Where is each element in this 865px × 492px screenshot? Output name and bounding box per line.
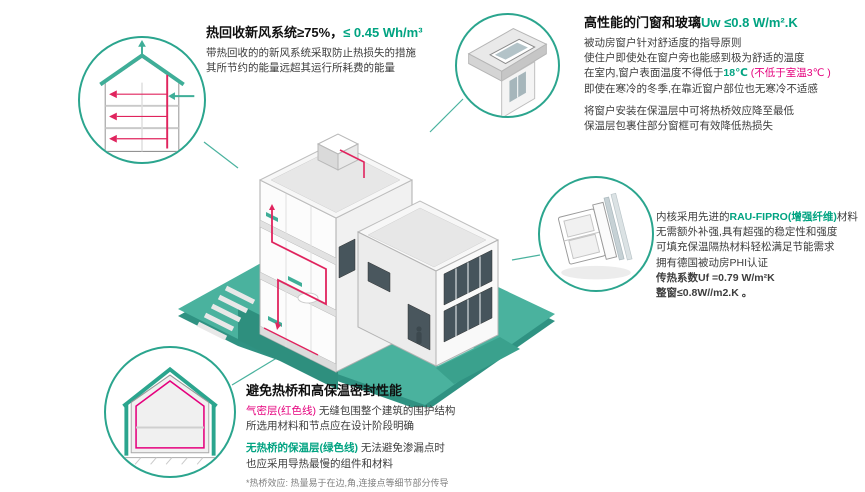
windows-title: 高性能的门窗和玻璃Uw ≤0.8 W/m².K — [584, 12, 862, 31]
insulation-layer-label: 无热桥的保温层(绿色线) — [246, 442, 358, 455]
windows-line-6: 保温层包裹住部分窗框可有效降低热损失 — [584, 120, 773, 133]
airtight-layer-text: 无缝包围整个建筑的围护结构 — [316, 405, 456, 417]
profile-line-1-post: 材料 — [836, 211, 858, 223]
windows-line-4: 即使在寒冷的冬季,在靠近窗户部位也无寒冷不适感 — [584, 82, 818, 95]
thermal-line-2: 所选用材料和节点应在设计阶段明确 — [246, 420, 414, 433]
thermal-line-4: 也应采用导热最慢的组件和材料 — [246, 457, 393, 470]
thermal-bridge-text-block: 避免热桥和高保温密封性能 气密层(红色线) 无缝包围整个建筑的围护结构 所选用材… — [246, 380, 581, 489]
profile-uf-value: 传热系数Uf =0.79 W/m²K — [656, 271, 775, 284]
house-section-insulation-icon — [104, 346, 236, 478]
windows-line-3: 在室内,窗户表面温度不得低于18℃ (不低于室温3℃ ) — [584, 66, 862, 81]
ventilation-desc-2: 其所节约的能量远超其运行所耗费的能量 — [206, 62, 395, 75]
ventilation-title-value: ≤ 0.45 Wh/m³ — [343, 25, 423, 40]
window-frame-profile-icon — [538, 176, 654, 292]
thermal-title: 避免热桥和高保温密封性能 — [246, 383, 403, 398]
windows-line-5: 将窗户安装在保温层中可将热桥效应降至最低 — [584, 104, 794, 117]
windows-text-block: 高性能的门窗和玻璃Uw ≤0.8 W/m².K 被动房窗户针对舒适度的指导原则 … — [584, 12, 862, 134]
windows-line-2: 使住户即使处在窗户旁也能感到极为舒适的温度 — [584, 52, 805, 65]
window-corner-detail-icon — [455, 13, 560, 118]
thermal-insulation-line: 无热桥的保温层(绿色线) 无法避免渗漏点时 — [246, 441, 581, 456]
profile-line-2: 无需额外补强,具有超强的稳定性和强度 — [656, 226, 838, 239]
frame-profile-text-block: 内核采用先进的RAU-FIPRO(增强纤维)材料 无需额外补强,具有超强的稳定性… — [656, 210, 865, 301]
ventilation-text-block: 热回收新风系统≥75%，≤ 0.45 Wh/m³ 带热回收的的新风系统采取防止热… — [206, 22, 478, 76]
windows-line-1: 被动房窗户针对舒适度的指导原则 — [584, 37, 742, 49]
ventilation-title-text: 热回收新风系统≥75%， — [206, 25, 344, 40]
profile-line-3: 可填充保温隔热材料轻松满足节能需求 — [656, 241, 835, 254]
windows-line-3-temp: 18℃ — [723, 67, 748, 80]
ventilation-title: 热回收新风系统≥75%，≤ 0.45 Wh/m³ — [206, 22, 478, 41]
airtight-layer-label: 气密层(红色线) — [246, 405, 316, 417]
thermal-airtight-line: 气密层(红色线) 无缝包围整个建筑的围护结构 — [246, 404, 581, 419]
thermal-footnote: *热桥效应: 热量易于在边,角,连接点等细节部分传导 — [246, 477, 449, 488]
profile-line-4: 拥有德国被动房PHI认证 — [656, 256, 769, 269]
ventilation-desc-1: 带热回收的的新风系统采取防止热损失的措施 — [206, 47, 416, 59]
windows-line-3-pre: 在室内,窗户表面温度不得低于 — [584, 67, 724, 80]
profile-line-1-material: RAU-FIPRO(增强纤维) — [729, 211, 837, 223]
isometric-passive-house-illustration — [168, 92, 563, 407]
profile-line-1-pre: 内核采用先进的 — [656, 211, 730, 223]
house-section-ventilation-icon — [78, 36, 206, 164]
profile-line-1: 内核采用先进的RAU-FIPRO(增强纤维)材料 — [656, 210, 865, 225]
windows-title-value: Uw ≤0.8 W/m².K — [701, 15, 798, 30]
profile-uw-value: 整窗≤0.8W//m2.K 。 — [656, 287, 753, 300]
windows-title-text: 高性能的门窗和玻璃 — [584, 15, 702, 30]
insulation-layer-text: 无法避免渗漏点时 — [358, 442, 445, 455]
windows-line-3-note: (不低于室温3℃ ) — [747, 67, 831, 80]
